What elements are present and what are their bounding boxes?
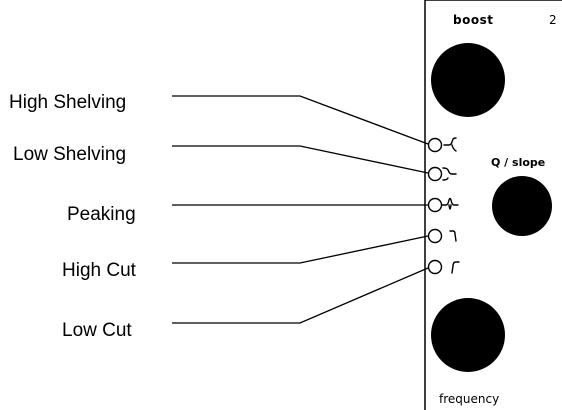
mode-button-high-cut[interactable] xyxy=(427,228,443,244)
high-cut-icon xyxy=(449,230,457,242)
label-high-shelving: High Shelving xyxy=(9,92,126,113)
leader-line-high-cut xyxy=(172,235,429,264)
high-shelving-icon xyxy=(443,137,457,146)
mode-button-high-shelving[interactable] xyxy=(427,137,443,153)
leader-line-high-shelving xyxy=(172,95,429,145)
label-peaking: Peaking xyxy=(67,204,136,225)
channel-number: 2 xyxy=(549,13,557,27)
boost-label: boost xyxy=(453,13,493,27)
mode-button-peaking[interactable] xyxy=(427,197,443,213)
high-shelving-icon-tail xyxy=(451,144,457,152)
label-low-cut: Low Cut xyxy=(62,320,132,341)
leader-line-low-cut xyxy=(172,267,429,324)
mode-button-low-cut[interactable] xyxy=(427,259,443,275)
leader-line-low-shelving xyxy=(172,145,429,174)
label-high-cut: High Cut xyxy=(62,260,137,281)
q-slope-knob[interactable] xyxy=(492,176,552,236)
peaking-icon xyxy=(441,197,459,210)
low-shelving-icon-tail xyxy=(442,177,449,181)
low-cut-icon xyxy=(451,261,460,274)
mode-button-low-shelving[interactable] xyxy=(427,166,443,182)
low-shelving-icon xyxy=(442,167,457,175)
module-panel xyxy=(424,0,562,410)
label-low-shelving: Low Shelving xyxy=(13,144,126,165)
frequency-knob[interactable] xyxy=(431,298,505,372)
q-slope-label: Q / slope xyxy=(491,156,545,169)
frequency-label: frequency xyxy=(439,392,499,406)
boost-knob[interactable] xyxy=(431,43,505,117)
